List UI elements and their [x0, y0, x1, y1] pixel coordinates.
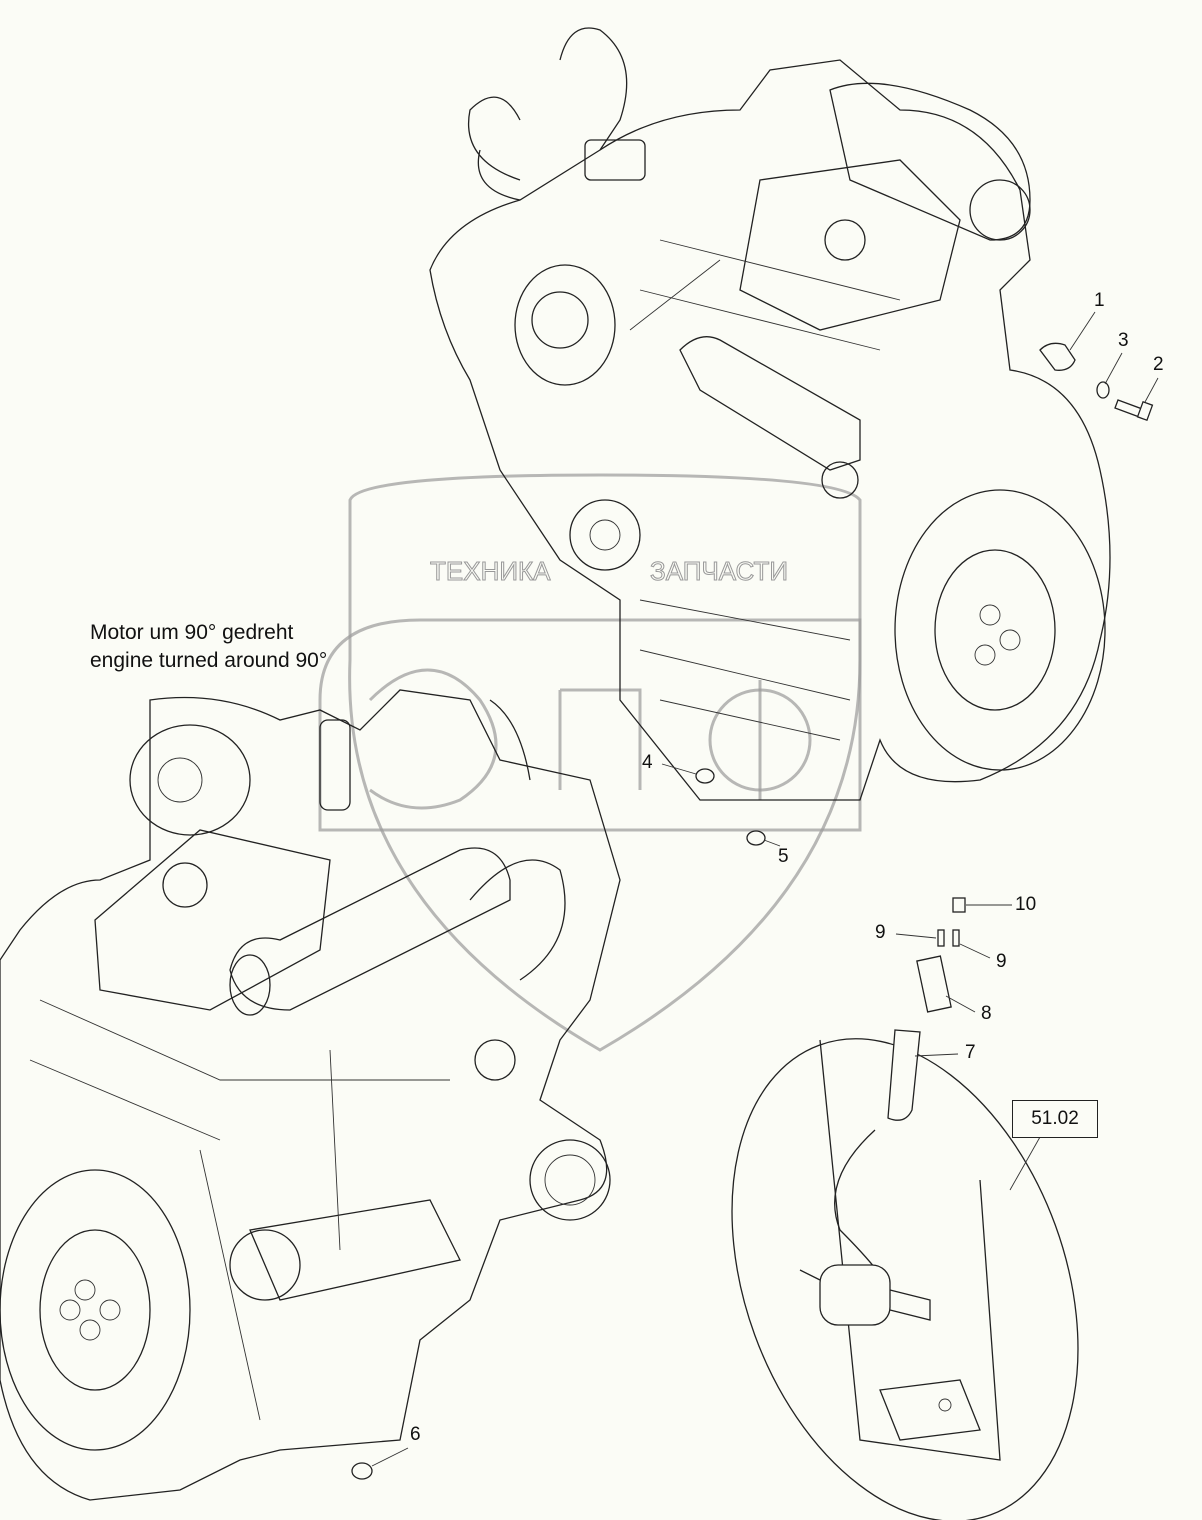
callout-7: 7 [965, 1042, 976, 1063]
watermark-logo: ТЕХНИКА ЗАПЧАСТИ [318, 473, 862, 1052]
callout-10: 10 [1015, 894, 1037, 915]
part-7-sleeve [887, 1029, 921, 1121]
part-6-plug [351, 1462, 373, 1480]
svg-text:ТЕХНИКА: ТЕХНИКА [430, 556, 551, 586]
engine-upper-drawing [429, 27, 1111, 801]
callout-3: 3 [1118, 330, 1129, 351]
inset-detail-circle [731, 1038, 1079, 1520]
callout-9-right: 9 [996, 951, 1007, 972]
part-8-connector [916, 955, 952, 1013]
reference-box[interactable]: 51.02 [1012, 1100, 1098, 1138]
leader-lines [371, 311, 1159, 1467]
part-10-cap [952, 897, 966, 913]
engine-lower-drawing [0, 689, 621, 1501]
part-1-sensor [1039, 342, 1076, 371]
callout-9-left: 9 [875, 922, 886, 943]
callout-8: 8 [981, 1003, 992, 1024]
callout-2: 2 [1153, 354, 1164, 375]
part-9-terminals [937, 929, 960, 947]
part-5-plug [746, 830, 766, 846]
orientation-note-german: Motor um 90° gedreht [90, 621, 294, 644]
callout-1: 1 [1094, 290, 1105, 311]
part-3-washer [1096, 381, 1110, 399]
callout-5: 5 [778, 846, 789, 867]
part-4-plug [695, 768, 715, 784]
part-2-bolt [1114, 399, 1154, 422]
callout-4: 4 [642, 752, 653, 773]
callout-6: 6 [410, 1424, 421, 1445]
svg-text:ЗАПЧАСТИ: ЗАПЧАСТИ [650, 556, 788, 586]
orientation-note-english: engine turned around 90° [90, 649, 328, 672]
